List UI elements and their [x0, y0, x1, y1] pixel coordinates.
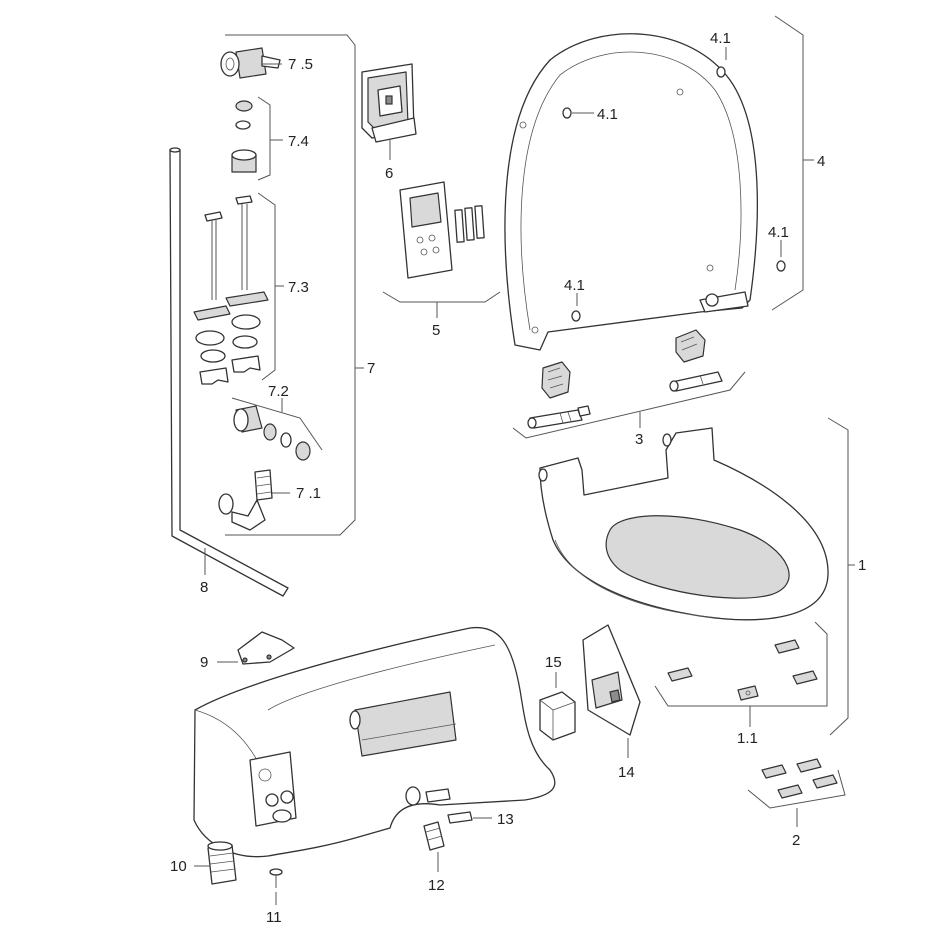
label-15: 15: [545, 654, 562, 671]
angle-valve-part-7-5[interactable]: [220, 47, 281, 79]
seat-bumper-1-1: [667, 639, 818, 701]
connector-part-13[interactable]: [447, 811, 473, 824]
callout-lines: [194, 15, 855, 905]
label-11: 11: [266, 909, 282, 926]
label-9: 9: [200, 654, 208, 671]
connector-set-part-7-2[interactable]: [233, 405, 311, 461]
hinge-set-part-3[interactable]: [527, 329, 723, 429]
label-7-1: 7 .1: [296, 485, 321, 502]
remote-control-part-5[interactable]: [399, 181, 485, 279]
water-pipe-part-8[interactable]: [169, 147, 289, 597]
label-3: 3: [635, 431, 643, 448]
label-4-1-bottom: 4.1: [564, 277, 585, 294]
label-12: 12: [428, 877, 445, 894]
label-4-1-top: 4.1: [710, 30, 731, 47]
block-part-15[interactable]: [539, 691, 576, 741]
label-4-1-right: 4.1: [768, 224, 789, 241]
label-10: 10: [170, 858, 187, 875]
filter-part-10[interactable]: [207, 841, 237, 885]
wall-bracket-part-6[interactable]: [361, 63, 417, 143]
label-13: 13: [497, 811, 514, 828]
part-labels: 7 .5 7.4 7.3 7.2 7 .1 7 8 6 5 4 4.1 4.1 …: [170, 30, 866, 926]
label-5: 5: [432, 322, 440, 339]
valve-part-12[interactable]: [423, 821, 445, 851]
fixing-set-part-7-3[interactable]: [193, 195, 269, 385]
lid-bumper-4-1: [562, 66, 786, 322]
bracket-part-9[interactable]: [237, 631, 295, 665]
module-part-14[interactable]: [582, 624, 641, 736]
label-7-3: 7.3: [288, 279, 309, 296]
screw-part-11[interactable]: [269, 868, 283, 888]
label-4-1-inner: 4.1: [597, 106, 618, 123]
buffer-set-part-2[interactable]: [761, 758, 838, 799]
seal-set-part-7-4[interactable]: [231, 100, 257, 173]
label-7: 7: [367, 360, 375, 377]
label-7-4: 7.4: [288, 133, 309, 150]
label-14: 14: [618, 764, 635, 781]
hose-fitting-part-7-1[interactable]: [218, 469, 273, 531]
label-8: 8: [200, 579, 208, 596]
label-2: 2: [792, 832, 800, 849]
label-1: 1: [858, 557, 866, 574]
label-7-5: 7 .5: [288, 56, 313, 73]
label-6: 6: [385, 165, 393, 182]
plug-part-body: [405, 786, 451, 806]
seat-ring-part-1[interactable]: [538, 427, 829, 621]
label-4: 4: [817, 153, 825, 170]
control-panel[interactable]: [249, 751, 297, 827]
lid-part-4[interactable]: [504, 33, 758, 351]
label-1-1: 1.1: [737, 730, 758, 747]
label-7-2: 7.2: [268, 383, 289, 400]
